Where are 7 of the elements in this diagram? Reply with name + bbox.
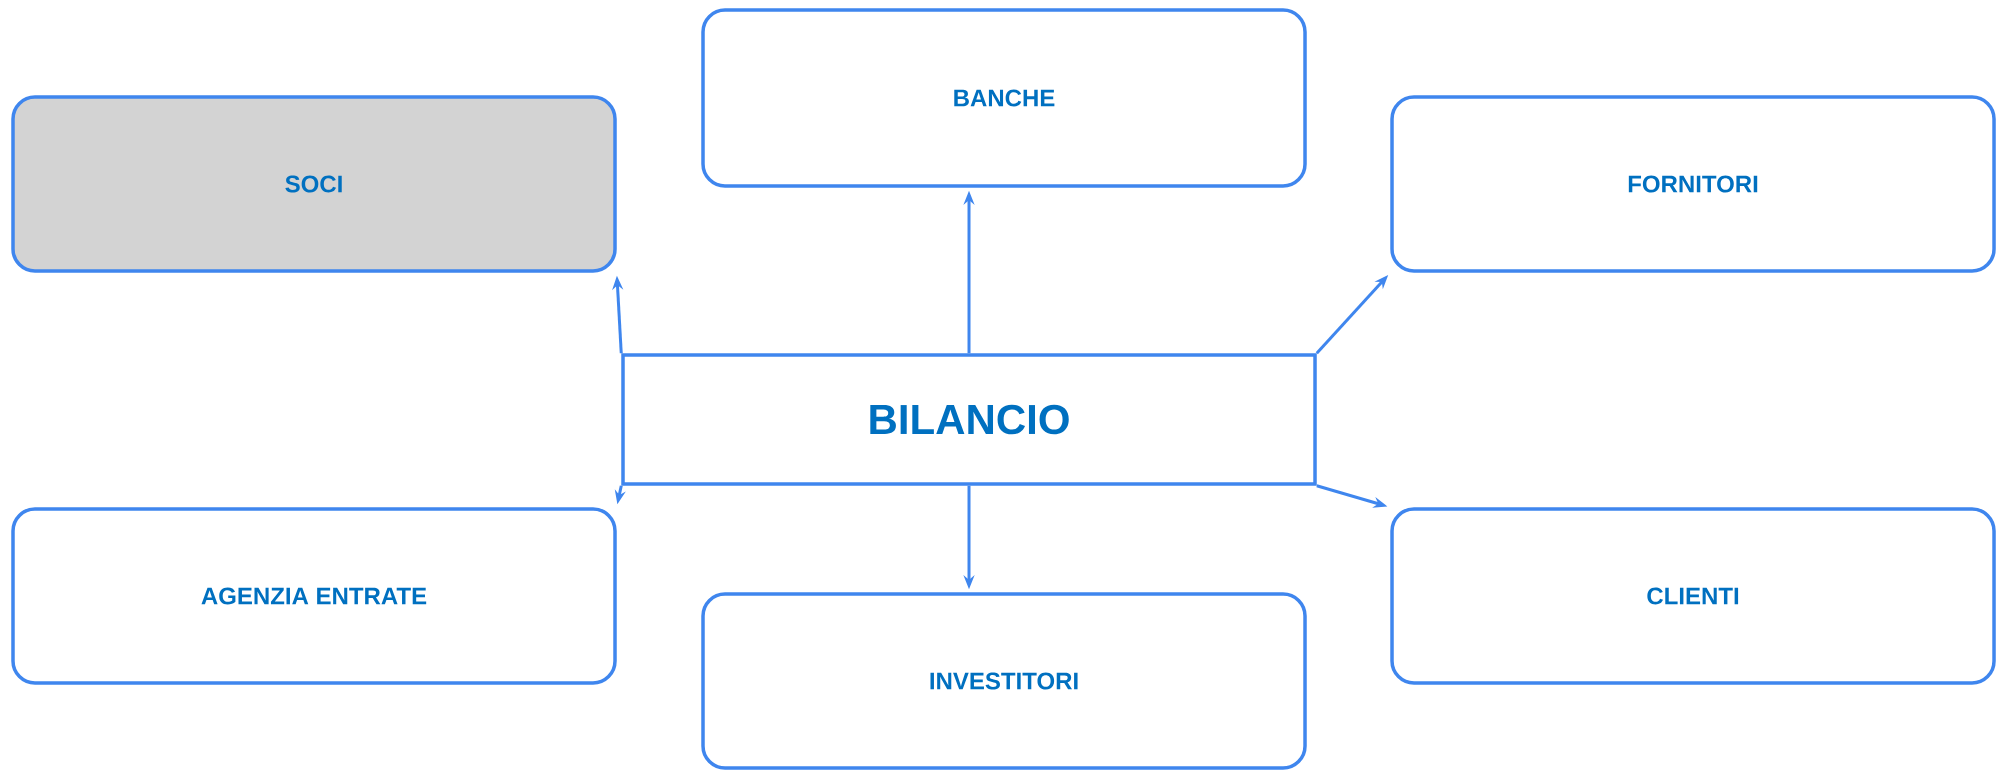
entity-box: CLIENTI [1390, 507, 1996, 685]
entity-box: AGENZIA ENTRATE [11, 507, 617, 685]
entity-box: FORNITORI [1390, 95, 1996, 273]
entity-box: SOCI [11, 95, 617, 273]
entity-box: BANCHE [701, 8, 1307, 188]
central-box: BILANCIO [621, 353, 1317, 486]
entity-box: INVESTITORI [701, 592, 1307, 770]
